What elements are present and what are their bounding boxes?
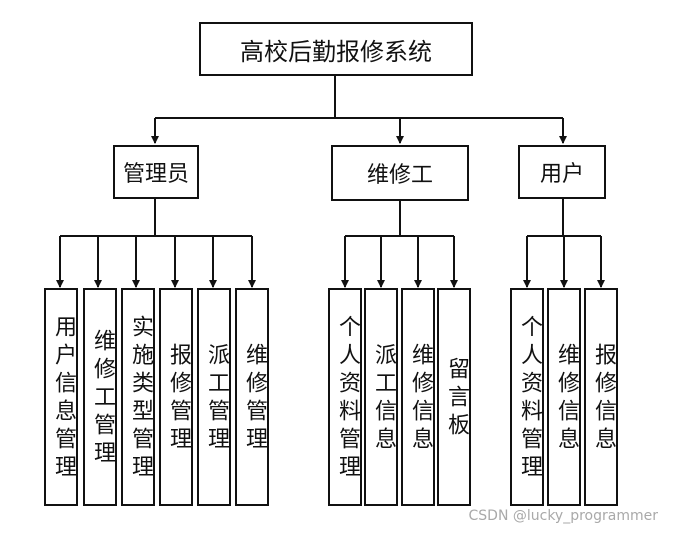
leaf-label: 维修信息 <box>554 343 579 455</box>
leaf-label: 用户信息管理 <box>51 315 76 483</box>
group-label-user: 用户 <box>539 162 584 187</box>
leaf-node-user-profile: 个人资料管理 <box>510 288 544 506</box>
leaf-label: 报修信息 <box>591 343 616 455</box>
leaf-node-admin-worker-management: 维修工管理 <box>83 288 117 506</box>
leaf-label: 个人资料管理 <box>335 315 360 483</box>
leaf-node-admin-user-info: 用户信息管理 <box>44 288 78 506</box>
group-node-maintenance-worker: 维修工 <box>331 145 469 201</box>
leaf-label: 维修信息 <box>408 343 433 455</box>
leaf-node-worker-message-board: 留言板 <box>437 288 471 506</box>
leaf-label: 报修管理 <box>166 343 191 455</box>
leaf-label: 个人资料管理 <box>517 315 542 483</box>
root-node-system-title: 高校后勤报修系统 <box>199 22 473 76</box>
leaf-label: 维修工管理 <box>90 329 115 469</box>
leaf-node-worker-repair-info: 维修信息 <box>401 288 435 506</box>
root-node-label: 高校后勤报修系统 <box>240 37 432 66</box>
leaf-node-worker-dispatch-info: 派工信息 <box>364 288 398 506</box>
leaf-label: 实施类型管理 <box>128 315 153 483</box>
leaf-node-admin-repair-request: 报修管理 <box>159 288 193 506</box>
leaf-node-user-repair-info: 维修信息 <box>547 288 581 506</box>
leaf-node-admin-type-management: 实施类型管理 <box>121 288 155 506</box>
group-label-maintenance-worker: 维修工 <box>366 163 433 188</box>
leaf-node-user-request-info: 报修信息 <box>584 288 618 506</box>
group-node-user: 用户 <box>518 145 606 199</box>
leaf-node-worker-profile: 个人资料管理 <box>328 288 362 506</box>
watermark-text: CSDN @lucky_programmer <box>468 508 659 524</box>
leaf-label: 留言板 <box>444 357 469 441</box>
leaf-label: 维修管理 <box>242 343 267 455</box>
leaf-node-admin-maintenance: 维修管理 <box>235 288 269 506</box>
leaf-label: 派工管理 <box>204 343 229 455</box>
group-node-admin: 管理员 <box>113 145 199 199</box>
leaf-label: 派工信息 <box>371 343 396 455</box>
group-label-admin: 管理员 <box>122 162 189 187</box>
leaf-node-admin-dispatch: 派工管理 <box>197 288 231 506</box>
